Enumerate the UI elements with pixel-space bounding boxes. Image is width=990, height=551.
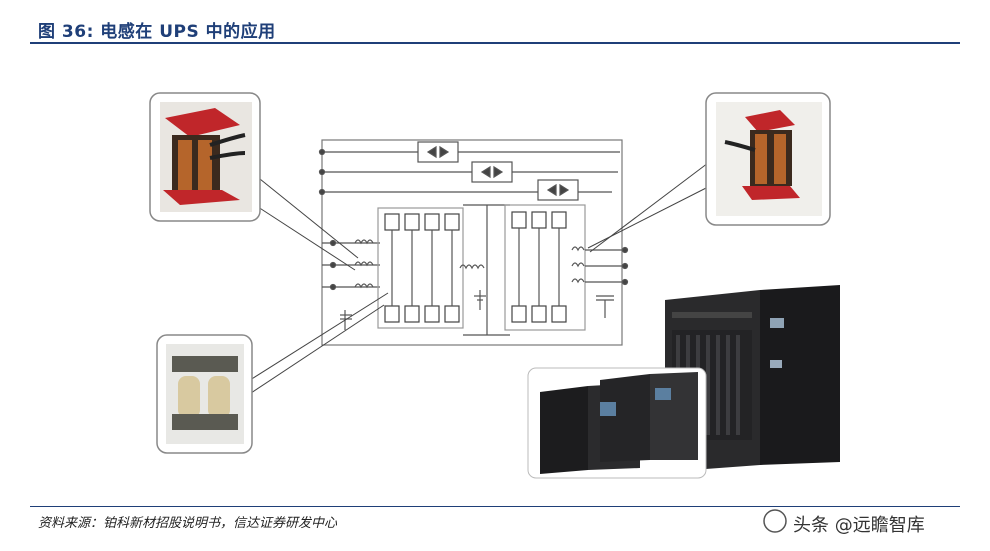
rectifier-igbts (384, 213, 460, 323)
watermark-logo-icon (763, 509, 787, 533)
input-inductor-1 (354, 239, 374, 245)
figure-title: 图 36: 电感在 UPS 中的应用 (38, 22, 276, 42)
inverter-bridge (504, 204, 586, 331)
rectifier-bridge (377, 207, 464, 329)
dc-inductor (459, 264, 485, 270)
callout-inductor-topleft (149, 92, 261, 222)
bypass-switch-3 (537, 179, 579, 201)
bypass-switch-1 (417, 141, 459, 163)
callout-lines (247, 159, 713, 396)
source-note: 资料来源：铂科新材招股说明书，信达证券研发中心 (38, 516, 338, 531)
watermark: 头条 @远瞻智库 (793, 515, 925, 536)
output-inductor-2 (571, 262, 585, 268)
thyristor-symbol-1 (426, 145, 450, 159)
ups-products-photo (527, 285, 840, 479)
bottom-rule (30, 506, 960, 507)
input-inductor-3 (354, 283, 374, 289)
title-rule (30, 42, 960, 44)
circuit-schematic (318, 139, 629, 346)
callout-inductor-topright (705, 92, 831, 226)
output-inductor-1 (571, 246, 585, 252)
thyristor-symbol-2 (480, 165, 504, 179)
input-inductor-2 (354, 261, 374, 267)
thyristor-symbol-3 (546, 183, 570, 197)
callout-inductor-bottomleft (156, 334, 253, 454)
bypass-switch-2 (471, 161, 513, 183)
output-inductor-3 (571, 278, 585, 284)
